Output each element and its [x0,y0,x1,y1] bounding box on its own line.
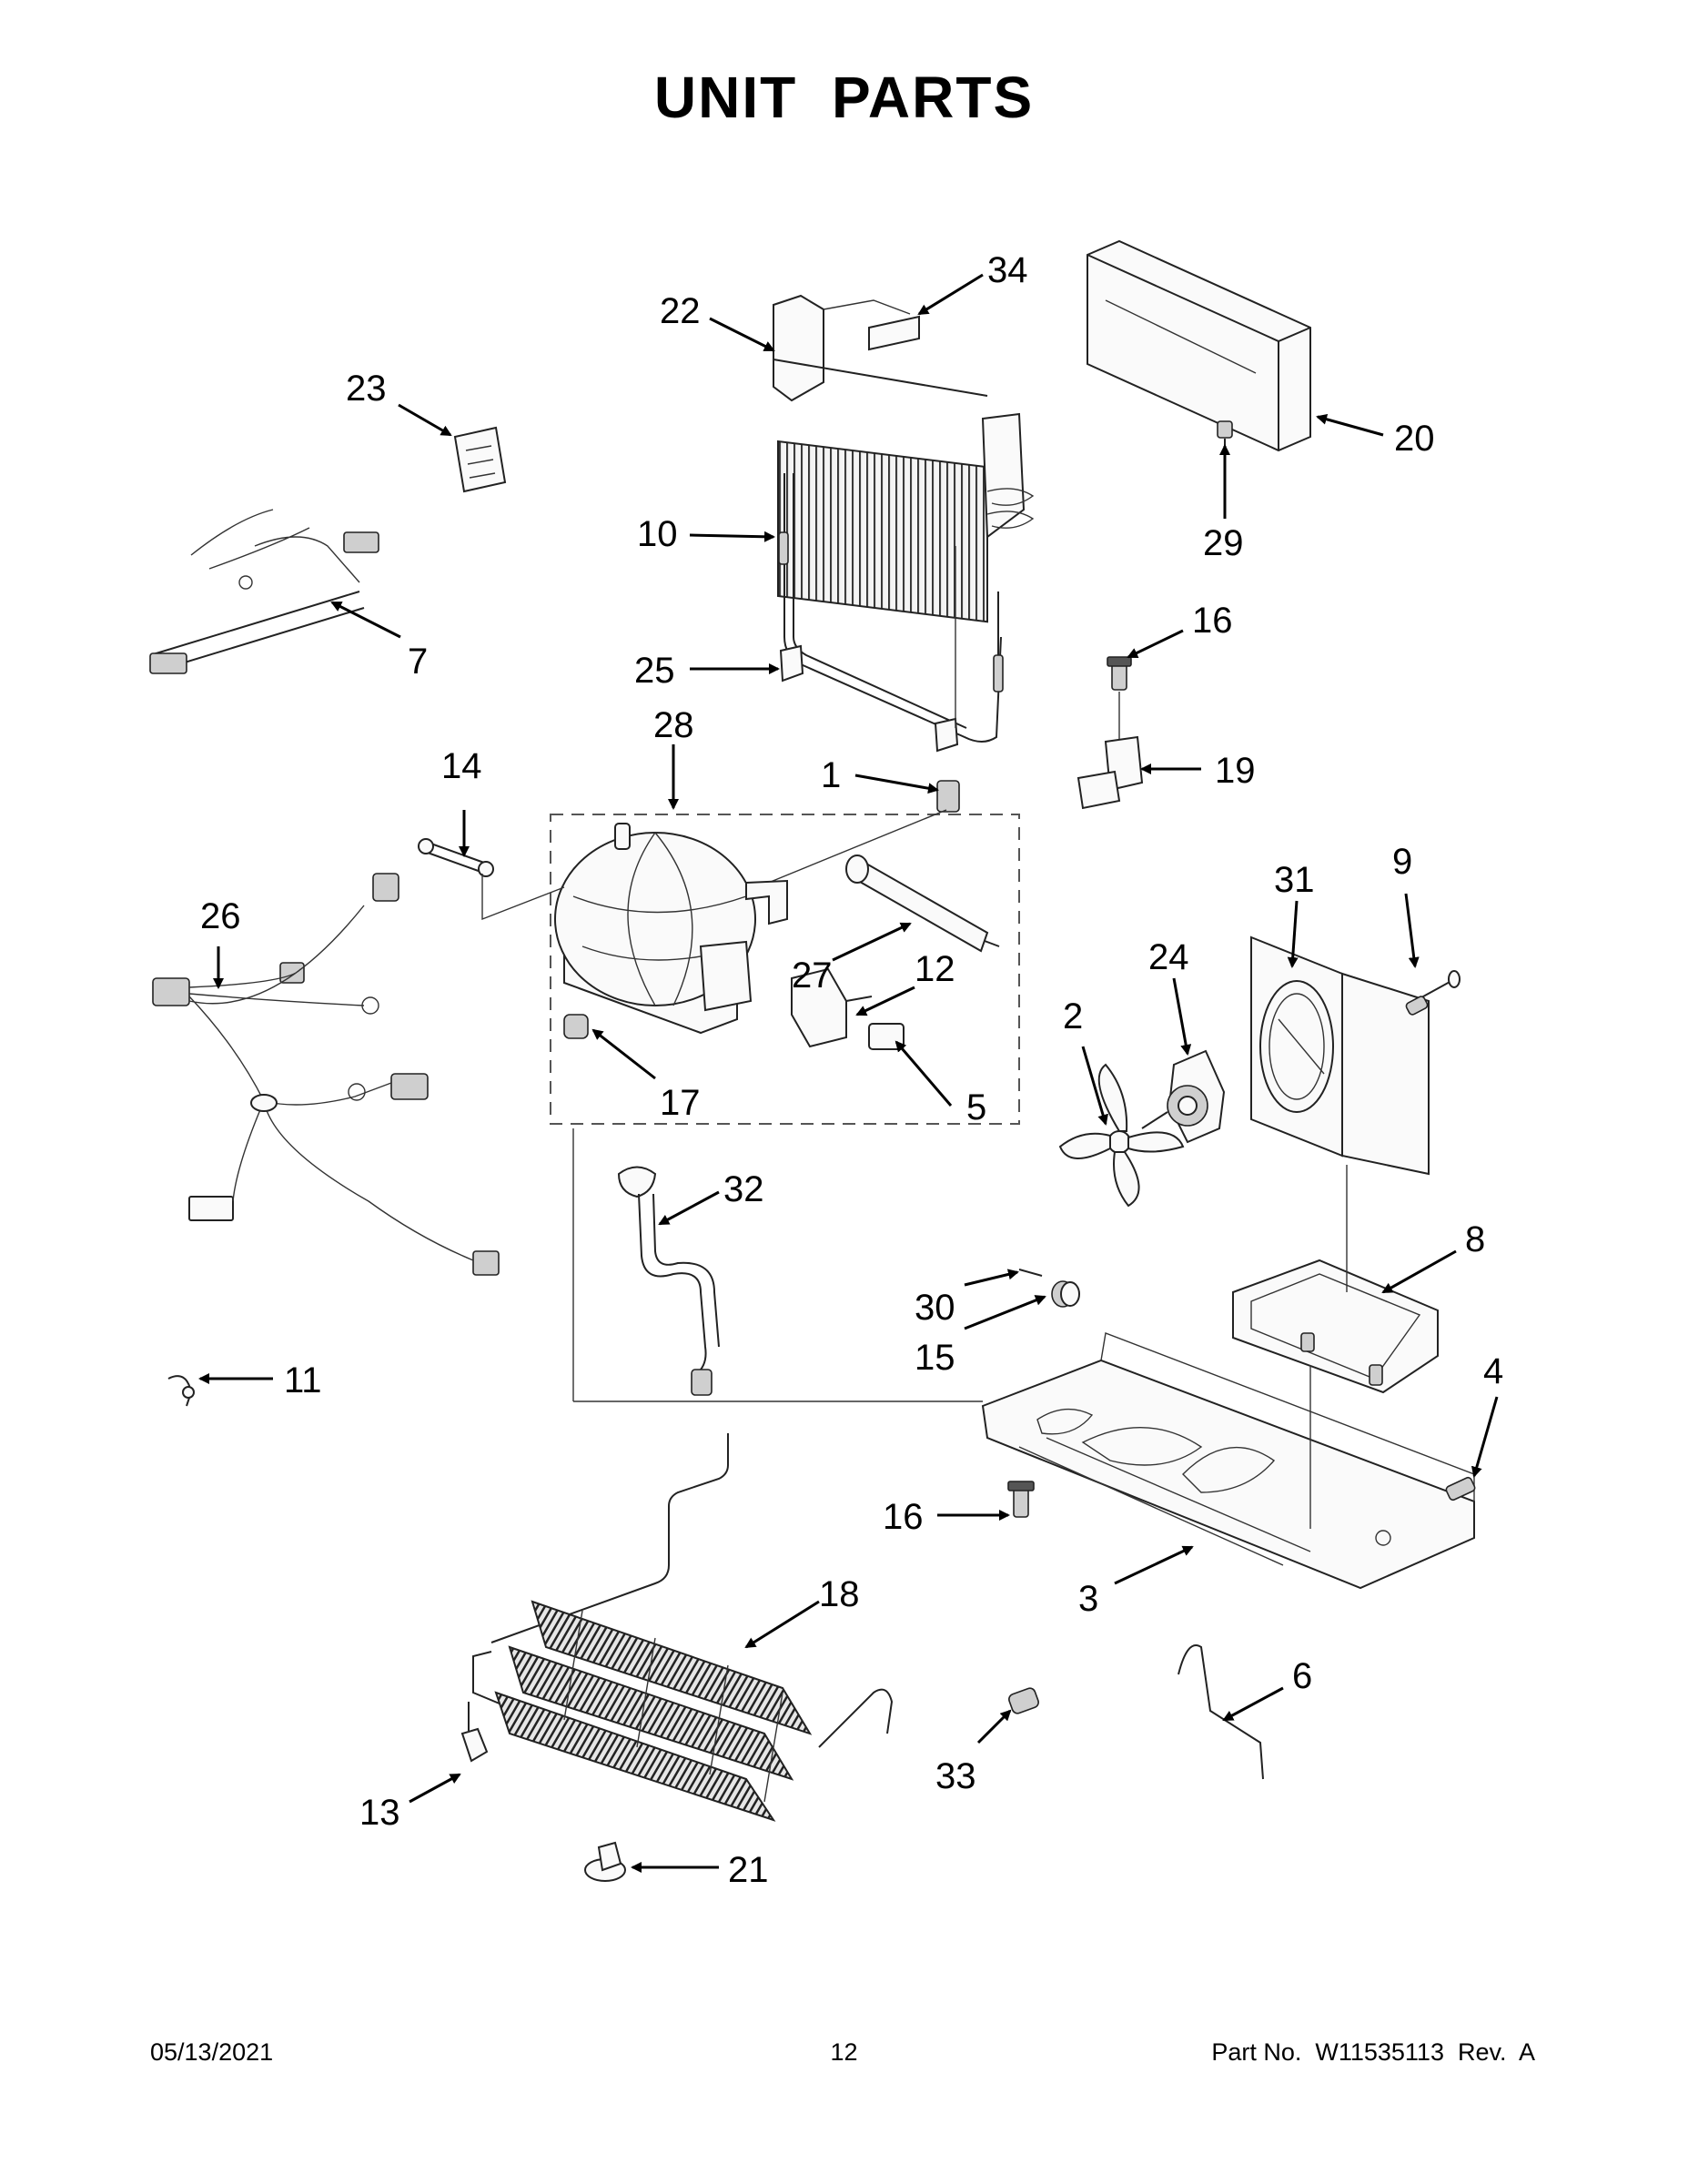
callout-1: 1 [821,755,841,795]
duct-cover-part [1087,239,1311,452]
callout-2: 2 [1063,996,1083,1036]
callout-5: 5 [966,1087,986,1127]
callout-6: 6 [1292,1656,1312,1696]
condenser-label-part [868,315,920,351]
callout-18: 18 [819,1574,860,1614]
callout-4: 4 [1483,1351,1503,1391]
compressor-assembly-boundary [550,814,1020,1125]
footer-page-number: 12 [830,2038,858,2066]
screw-4-part [1445,1476,1476,1502]
screw-16-upper-part [1107,656,1132,691]
callout-16-upper: 16 [1192,601,1233,641]
condenser-tubing-part [778,473,1004,753]
fan-bracket-part [1232,1165,1439,1394]
drain-fitting-21-part [584,1841,626,1882]
control-board-part [453,426,507,493]
fan-blade-part [1058,1063,1185,1208]
compressor-part [554,823,788,1035]
ground-wire-part [167,1375,195,1407]
callout-21: 21 [728,1850,769,1890]
footer-part-number: Part No. W11535113 Rev. A [1211,2038,1535,2066]
fitting-1-part [745,780,960,893]
callout-12: 12 [915,949,955,989]
drain-tube-part [617,1166,720,1396]
condenser-coil-18-part [472,1433,894,1822]
page-title: UNIT PARTS [653,65,1035,130]
filter-dryer-part [845,854,1000,953]
callout-13: 13 [359,1793,400,1833]
grommet-part [563,1014,589,1039]
callout-16-lower: 16 [883,1497,924,1537]
callout-22: 22 [660,291,701,331]
callout-32: 32 [723,1169,764,1209]
callout-28: 28 [653,705,694,745]
callout-20: 20 [1394,419,1435,459]
callout-23: 23 [346,369,387,409]
callout-15: 15 [915,1338,955,1378]
callout-11: 11 [284,1360,322,1400]
screw-9-part [1405,970,1461,1016]
fan-shroud-part [1250,935,1430,1176]
callout-14: 14 [441,746,482,786]
clip-13-part [460,1702,489,1763]
callout-19: 19 [1215,751,1256,791]
callout-29: 29 [1203,523,1244,563]
fan-motor-part [1141,1049,1226,1144]
callout-3: 3 [1078,1579,1098,1619]
grommet-15-part [1051,1280,1080,1308]
callout-30: 30 [915,1288,955,1328]
grommet-33-part [1008,1687,1039,1714]
wire-harness-7-part [149,509,379,674]
pin-30-part [1018,1269,1043,1277]
callout-27: 27 [792,956,833,996]
callout-17: 17 [660,1083,701,1123]
callout-33: 33 [935,1756,976,1796]
callout-arrows [198,273,1499,1873]
callout-8: 8 [1465,1219,1485,1259]
overload-capacitor-part [868,1023,905,1050]
footer-date: 05/13/2021 [150,2038,274,2066]
callout-7: 7 [408,642,428,682]
callout-26: 26 [200,896,241,936]
water-line-6-part [1178,1644,1264,1780]
ground-strap-part [418,838,565,921]
start-relay-part [791,967,873,1048]
callout-10: 10 [637,514,678,554]
screw-16-lower-part [1007,1481,1035,1518]
bracket-19-part [1076,692,1144,810]
callout-25: 25 [634,651,675,691]
callout-24: 24 [1148,937,1189,977]
callout-labels: 1 2 3 4 5 6 7 8 9 10 11 12 13 14 15 16 1… [200,250,1503,1890]
callout-34: 34 [987,250,1028,290]
callout-9: 9 [1392,842,1412,882]
wire-harness-26-part [152,873,500,1276]
condenser-coil-part [773,294,1035,623]
callout-31: 31 [1274,860,1315,900]
